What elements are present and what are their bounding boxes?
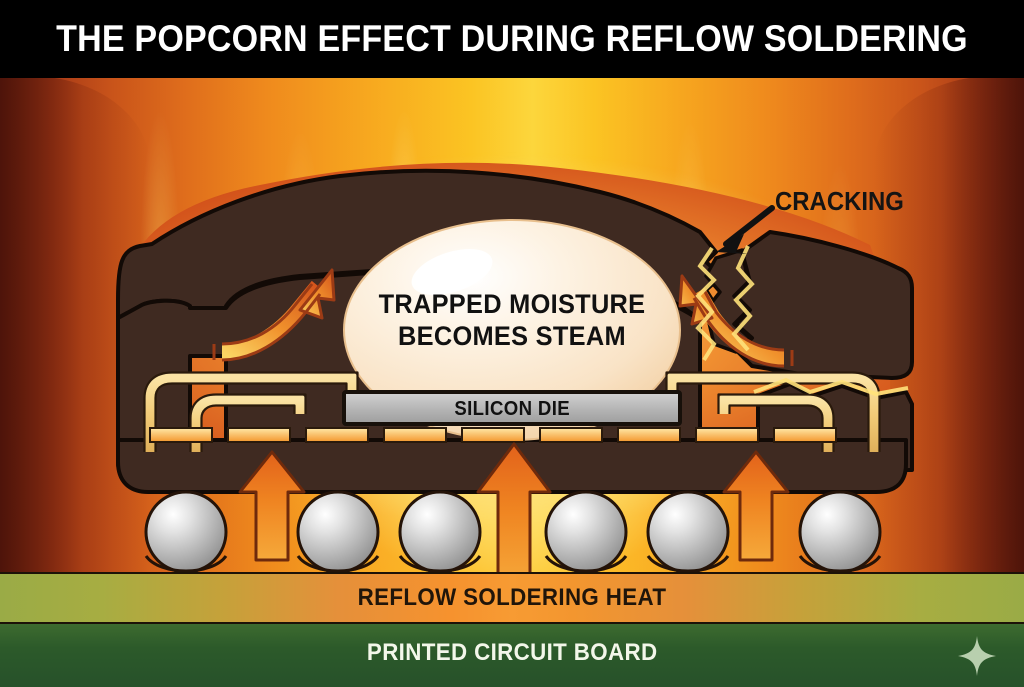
cracking-label: CRACKING: [775, 186, 904, 216]
lead-frame: [144, 372, 880, 452]
reflow-heat-band: REFLOW SOLDERING HEAT: [0, 572, 1024, 624]
steam-arrow-left: [212, 268, 336, 362]
crack-line: [695, 245, 909, 397]
pcb-band: PRINTED CIRCUIT BOARD: [0, 624, 1024, 687]
page-title: THE POPCORN EFFECT DURING REFLOW SOLDERI…: [56, 18, 968, 59]
steam-label: TRAPPED MOISTURE BECOMES STEAM: [0, 288, 1024, 352]
heat-arrow-right: [722, 450, 790, 562]
pcb-label: PRINTED CIRCUIT BOARD: [366, 639, 658, 666]
steam-bubble: [343, 219, 681, 441]
reflow-heat-label: REFLOW SOLDERING HEAT: [357, 584, 667, 611]
title-bar: THE POPCORN EFFECT DURING REFLOW SOLDERI…: [0, 0, 1024, 78]
silicon-die-label: SILICON DIE: [454, 398, 570, 420]
cracking-pointer-arrow: [716, 205, 775, 254]
steam-label-line1: TRAPPED MOISTURE: [378, 289, 646, 319]
silicon-die: [342, 390, 682, 426]
heat-arrow-left: [238, 450, 306, 562]
contact-pads: [149, 427, 837, 443]
steam-label-line2: BECOMES STEAM: [398, 321, 626, 351]
solder-balls: [144, 490, 882, 574]
sparkle-icon: [958, 636, 996, 676]
